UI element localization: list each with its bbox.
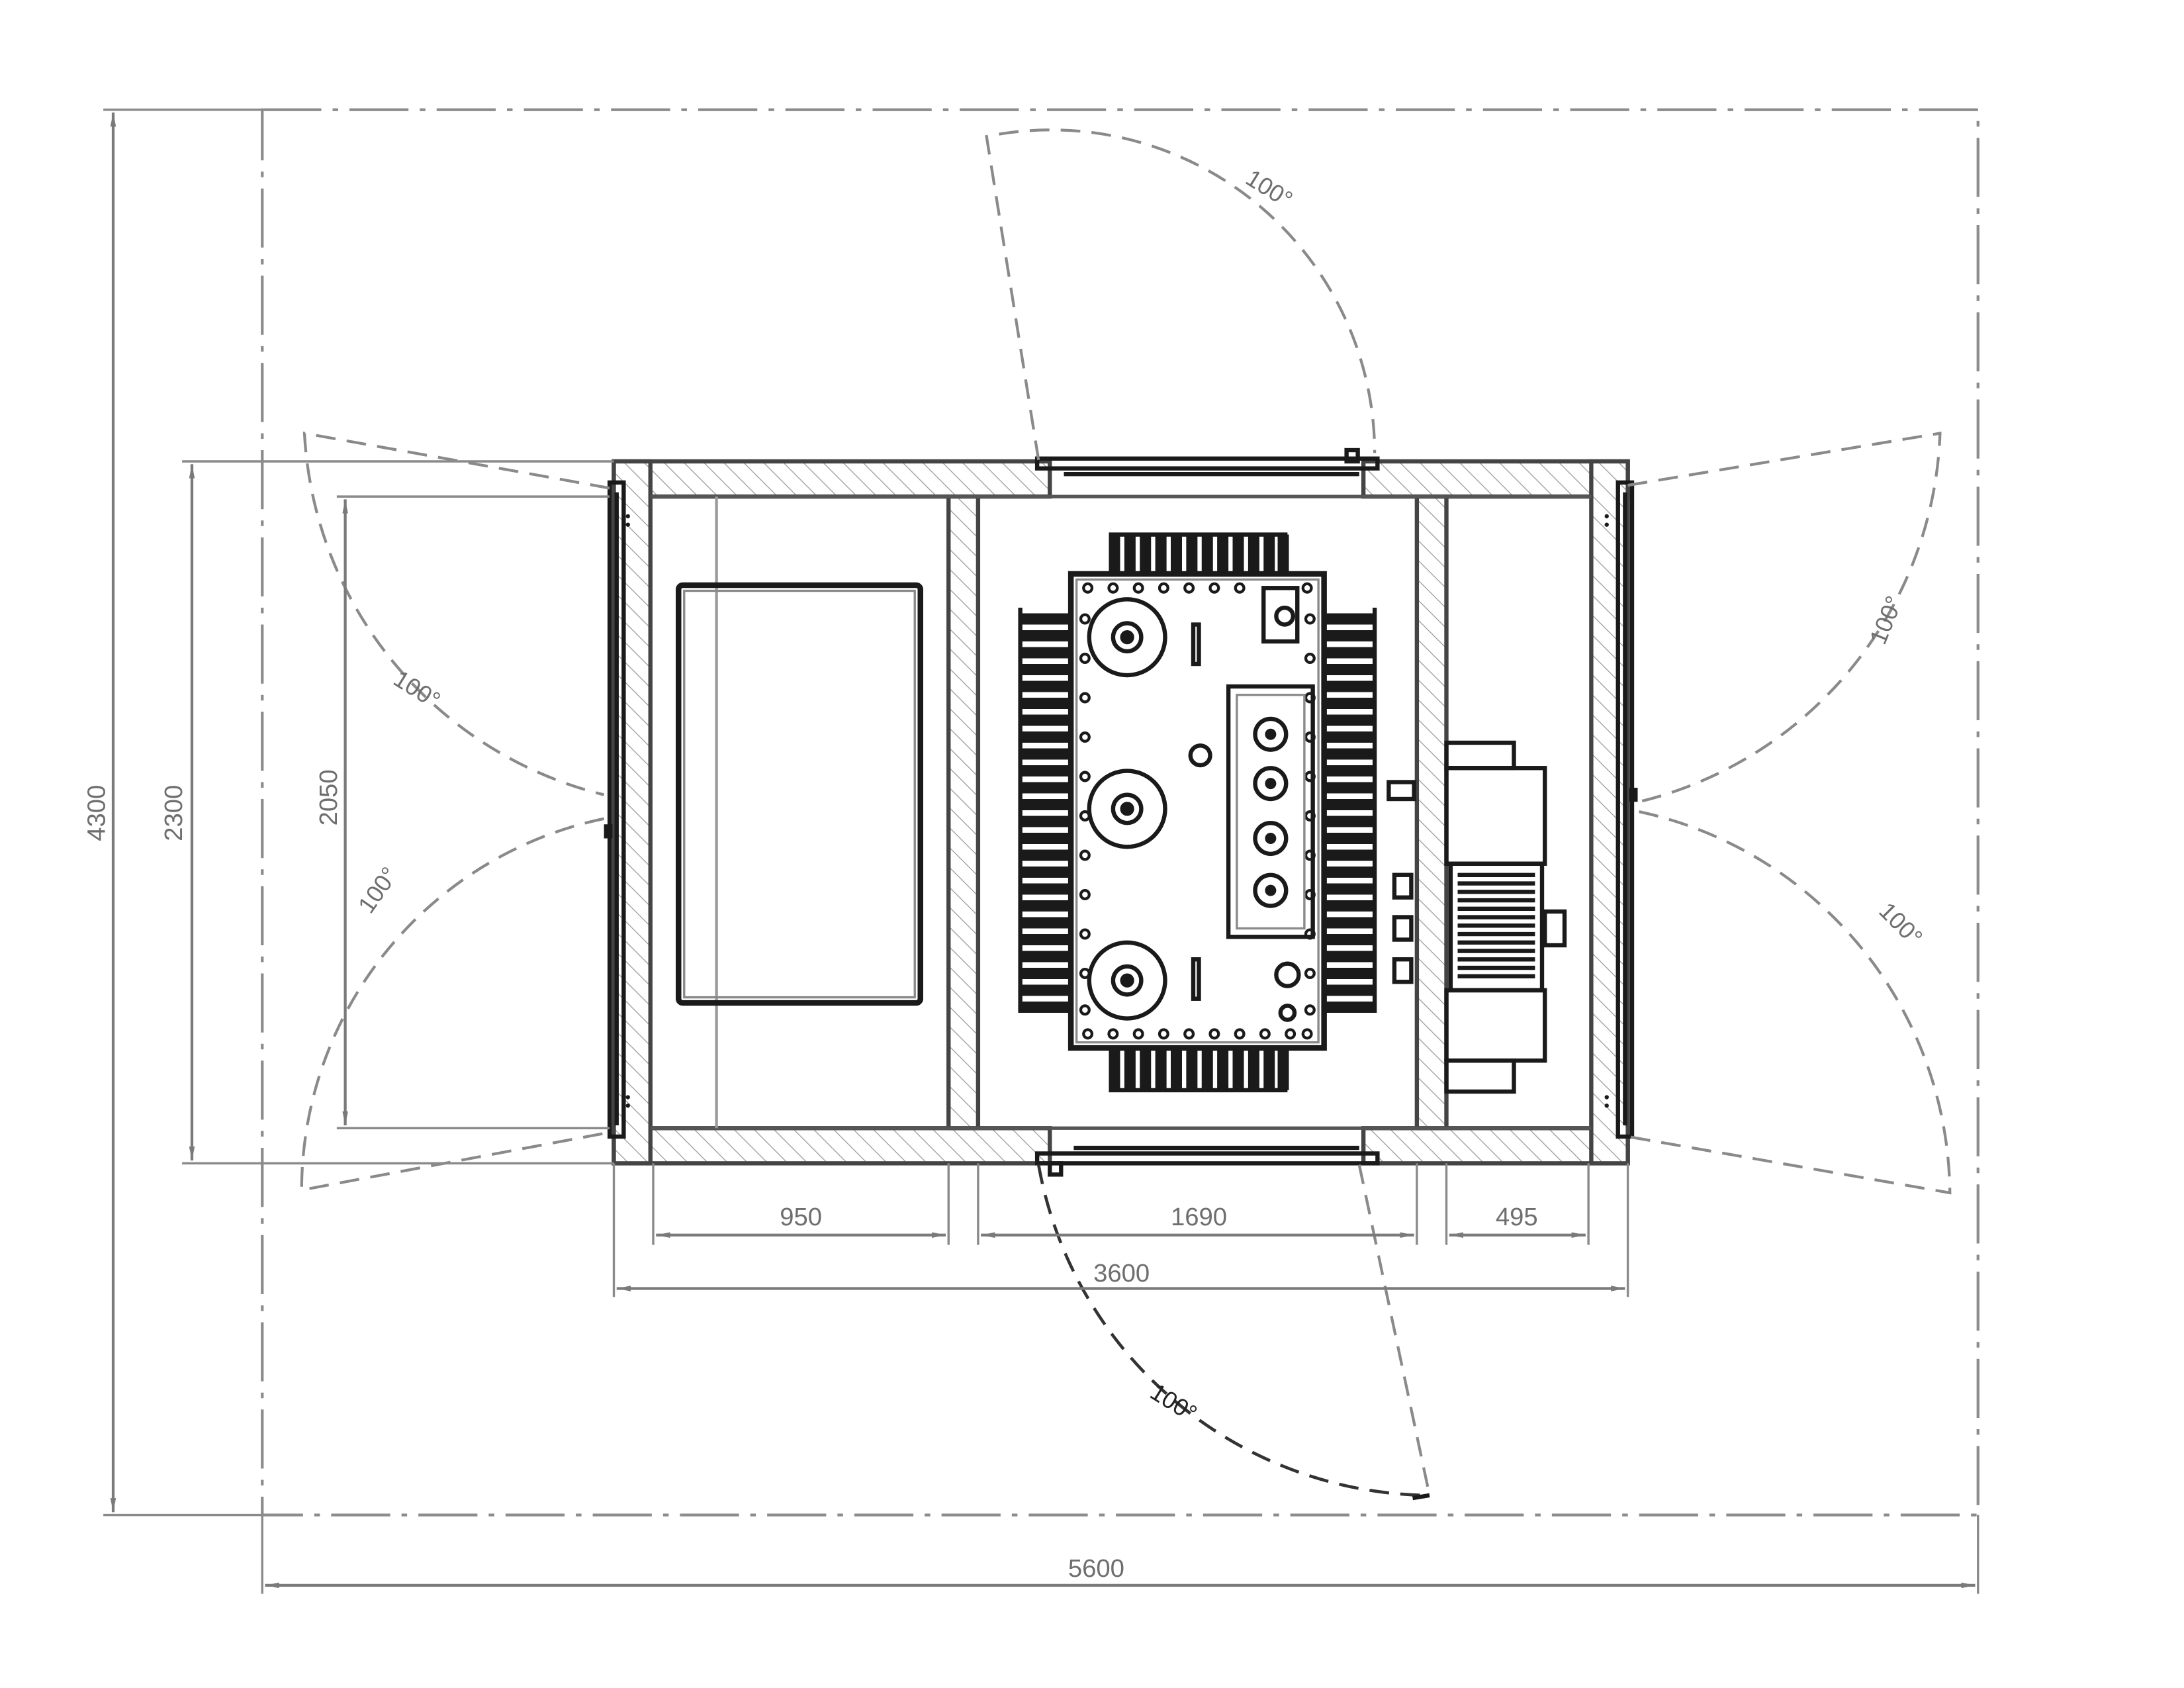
dim-door-opening: 2050 (314, 769, 343, 825)
door-right (1615, 431, 1952, 1195)
tank-cover (1068, 571, 1327, 1051)
swing-angle-right-lower: 100° (1874, 897, 1928, 951)
dim-enclosure-width: 3600 (1093, 1259, 1150, 1288)
swing-angle-right-upper: 100° (1864, 592, 1908, 648)
radiator-top (1109, 532, 1289, 574)
dim-overall-height: 4300 (82, 785, 111, 841)
hv-bushing-1 (1087, 597, 1167, 678)
swing-angle-top: 100° (1241, 164, 1297, 213)
switchgear-panel (625, 514, 1609, 1108)
hv-bushing-2 (1087, 769, 1167, 849)
lv-terminal-box (1226, 684, 1315, 939)
transformer (1018, 532, 1377, 1093)
door-bottom (1034, 1145, 1432, 1501)
radiator-right (1324, 608, 1377, 1013)
door-left (300, 431, 626, 1192)
radiator-bottom (1109, 1049, 1289, 1093)
lv-distribution (1387, 740, 1567, 1094)
dim-compartment-left: 950 (780, 1203, 822, 1231)
clearance-envelope (261, 108, 1979, 1517)
oil-indicator (1261, 586, 1300, 644)
hv-bushing-3 (1087, 940, 1167, 1021)
enclosure-walls (612, 459, 1630, 1166)
cover-bolts (1079, 582, 1316, 1040)
swing-angle-left-lower: 100° (353, 862, 403, 918)
door-top (985, 128, 1380, 477)
dim-compartment-right: 495 (1496, 1203, 1538, 1231)
radiator-left (1018, 608, 1071, 1013)
dimension-lines (103, 109, 1979, 1594)
valve-icon (1188, 743, 1212, 768)
dim-compartment-center: 1690 (1171, 1203, 1227, 1231)
dim-enclosure-height: 2300 (159, 785, 188, 841)
dim-overall-width: 5600 (1068, 1554, 1124, 1583)
swing-angle-bottom: 100° (1146, 1378, 1202, 1427)
